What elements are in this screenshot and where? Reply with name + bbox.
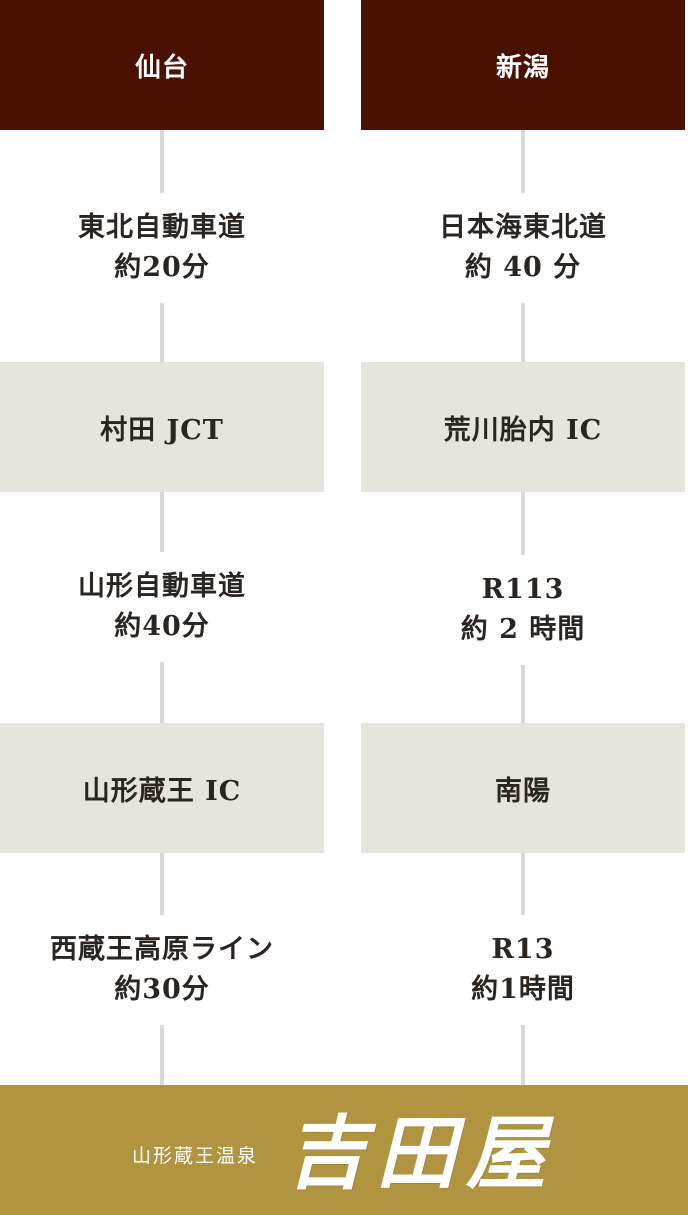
road-name: R113 bbox=[481, 574, 565, 605]
travel-time: 約1時間 bbox=[471, 974, 575, 1005]
route-column-niigata: 新潟 日本海東北道 約 40 分 荒川胎内 IC R113 約 2 時間 南陽 … bbox=[361, 0, 685, 1085]
route-leg-1: 東北自動車道 約20分 bbox=[0, 193, 324, 303]
road-name: 山形自動車道 bbox=[78, 571, 246, 602]
road-name: R13 bbox=[491, 934, 555, 965]
origin-sendai: 仙台 bbox=[0, 0, 324, 130]
waypoint-nanyo: 南陽 bbox=[361, 723, 685, 853]
travel-time: 約 40 分 bbox=[464, 252, 582, 283]
route-leg-3: R13 約1時間 bbox=[361, 915, 685, 1025]
road-name: 西蔵王高原ライン bbox=[50, 934, 274, 965]
destination-banner: 山形蔵王温泉 吉田屋 bbox=[0, 1085, 688, 1215]
waypoint-arakawa-tainai-ic: 荒川胎内 IC bbox=[361, 362, 685, 492]
origin-niigata: 新潟 bbox=[361, 0, 685, 130]
travel-time: 約20分 bbox=[114, 252, 210, 283]
destination-logo: 吉田屋 bbox=[286, 1106, 556, 1200]
route-leg-1: 日本海東北道 約 40 分 bbox=[361, 193, 685, 303]
destination-subtitle: 山形蔵王温泉 bbox=[131, 1144, 258, 1167]
route-leg-2: R113 約 2 時間 bbox=[361, 555, 685, 665]
route-leg-2: 山形自動車道 約40分 bbox=[0, 552, 324, 662]
waypoint-yamagata-zao-ic: 山形蔵王 IC bbox=[0, 723, 324, 853]
road-name: 日本海東北道 bbox=[439, 212, 607, 243]
route-column-sendai: 仙台 東北自動車道 約20分 村田 JCT 山形自動車道 約40分 山形蔵王 I… bbox=[0, 0, 324, 1085]
route-leg-3: 西蔵王高原ライン 約30分 bbox=[0, 915, 324, 1025]
travel-time: 約30分 bbox=[114, 974, 210, 1005]
travel-time: 約40分 bbox=[114, 611, 210, 642]
travel-time: 約 2 時間 bbox=[460, 614, 586, 645]
road-name: 東北自動車道 bbox=[78, 212, 246, 243]
waypoint-murata-jct: 村田 JCT bbox=[0, 362, 324, 492]
